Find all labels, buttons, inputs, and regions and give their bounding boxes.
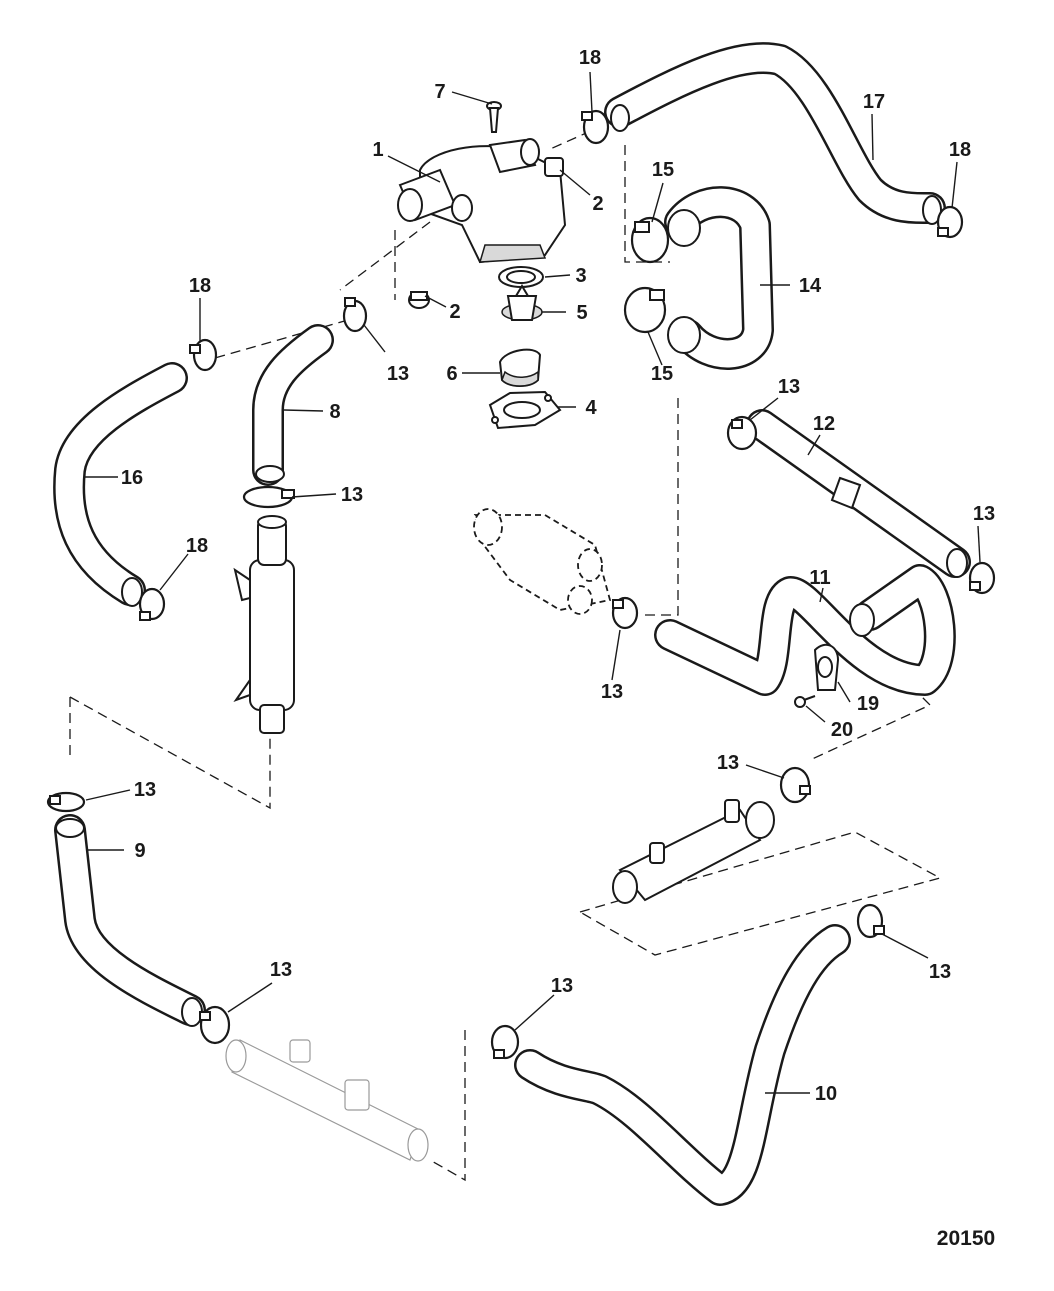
hose-9 (54, 814, 206, 1027)
seawater-pump-dashed (473, 508, 612, 615)
callout-13-f: 13 (134, 779, 156, 801)
clamp-13-c (726, 415, 758, 451)
hose-bracket (813, 643, 840, 691)
callout-5: 5 (576, 302, 587, 324)
callout-20: 20 (831, 719, 853, 741)
thermostat (501, 284, 543, 321)
callout-14: 14 (799, 275, 822, 297)
callout-2-lower: 2 (449, 301, 460, 323)
clamp-18-right (936, 205, 964, 239)
heat-exchanger-vertical (233, 515, 295, 734)
callout-13-c: 13 (778, 376, 800, 398)
clamp-13-a (342, 297, 368, 333)
callout-12: 12 (813, 413, 835, 435)
gasket-ring (498, 266, 544, 288)
callout-13-i: 13 (270, 959, 292, 981)
callout-3: 3 (575, 265, 586, 287)
clamp-13-e (611, 596, 639, 630)
clamp-13-d (968, 561, 996, 595)
clamp-18-top (581, 109, 610, 145)
hoses (53, 42, 971, 1206)
callout-18-left-bottom: 18 (186, 535, 208, 557)
callout-6: 6 (446, 363, 457, 385)
callout-1: 1 (372, 139, 383, 161)
hose-clamps (46, 109, 996, 1060)
callout-16: 16 (121, 467, 143, 489)
callout-13-h: 13 (929, 961, 951, 983)
callouts: 7 1 18 2 2 3 5 6 4 17 18 15 14 15 18 13 … (121, 47, 995, 1105)
hose-8 (252, 324, 334, 486)
clamp-15-bottom (623, 286, 667, 334)
plug-lower (408, 291, 430, 309)
figure-number: 20150 (937, 1227, 995, 1250)
clamp-13-i (199, 1005, 231, 1045)
clamp-13-f (46, 791, 86, 813)
clamp-18-left-bottom (138, 587, 166, 621)
callout-8: 8 (329, 401, 340, 423)
callout-13-e: 13 (601, 681, 623, 703)
bracket-screw (794, 695, 816, 708)
leader-lines (85, 71, 981, 1094)
hose-16 (53, 362, 188, 607)
callout-13-j: 13 (551, 975, 573, 997)
hose-14 (664, 186, 774, 370)
clamp-13-b (242, 485, 295, 509)
clamp-13-j (490, 1024, 520, 1060)
gasket-plate (488, 390, 562, 430)
callout-7: 7 (434, 81, 445, 103)
callout-2-upper: 2 (592, 193, 603, 215)
hose-10 (514, 924, 851, 1206)
clamp-13-h (856, 903, 885, 939)
hose-11 (654, 564, 956, 696)
alignment-lines (69, 117, 942, 1182)
callout-18-right: 18 (949, 139, 971, 161)
callout-13-d: 13 (973, 503, 995, 525)
callout-11: 11 (809, 567, 830, 589)
clamp-15-top (630, 216, 670, 264)
callout-13-b: 13 (341, 484, 363, 506)
screw (486, 101, 502, 133)
callout-9: 9 (134, 840, 145, 862)
hose-17 (604, 42, 946, 225)
callout-13-a: 13 (387, 363, 409, 385)
clamp-13-g (779, 766, 811, 804)
sleeve (498, 348, 542, 387)
hose-12 (746, 409, 971, 578)
callout-10: 10 (815, 1083, 837, 1105)
plug-upper (544, 157, 564, 177)
callout-19: 19 (857, 693, 879, 715)
callout-15-top: 15 (652, 159, 674, 181)
clamp-18-left-top (189, 338, 218, 372)
callout-17: 17 (863, 91, 885, 113)
callout-15-bottom: 15 (651, 363, 673, 385)
callout-18-left-top: 18 (189, 275, 211, 297)
cooler-right (612, 799, 775, 904)
callout-4: 4 (585, 397, 597, 419)
callout-13-g: 13 (717, 752, 739, 774)
thermostat-housing (397, 138, 567, 264)
cooler-ghost (225, 1039, 429, 1162)
callout-18-top: 18 (579, 47, 601, 69)
